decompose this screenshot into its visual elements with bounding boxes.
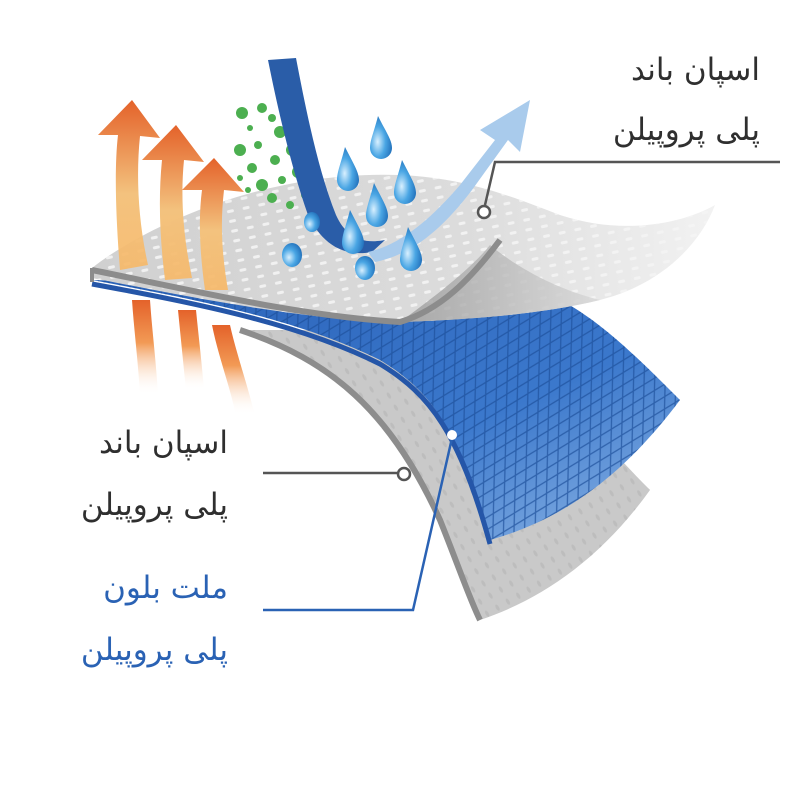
heat-arrows-icon bbox=[98, 100, 244, 290]
heat-arrows-lower-icon bbox=[132, 300, 254, 415]
meltblown-layer bbox=[91, 280, 680, 545]
water-drops-icon bbox=[282, 116, 422, 280]
label-bottom-spunbond-line2: پلی پروپیلن bbox=[80, 487, 228, 523]
label-top-spunbond-line1: اسپان باند bbox=[631, 52, 760, 88]
label-meltblown-line2: پلی پروپیلن bbox=[80, 632, 228, 668]
label-meltblown-line1: ملت بلون bbox=[103, 570, 228, 606]
leader-middle-left bbox=[263, 466, 412, 482]
leader-top-right bbox=[476, 160, 780, 220]
leader-bottom-left bbox=[263, 430, 457, 612]
airflow-arrow-icon bbox=[368, 100, 530, 262]
label-top-spunbond-line2: پلی پروپیلن bbox=[612, 112, 760, 148]
label-bottom-spunbond-line1: اسپان باند bbox=[99, 425, 228, 461]
blue-stream-icon bbox=[268, 58, 385, 254]
